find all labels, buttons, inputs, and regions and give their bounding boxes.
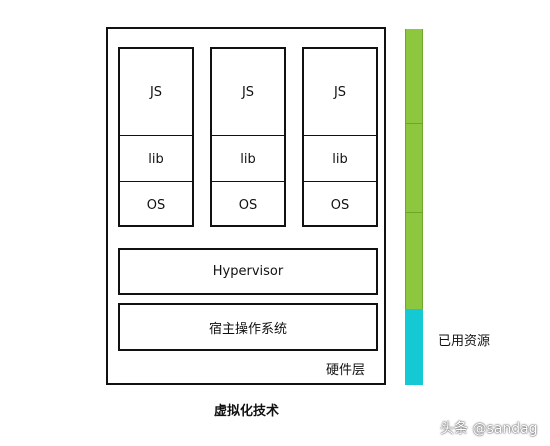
hypervisor-box: Hypervisor xyxy=(118,248,378,295)
vm-1-lib: lib xyxy=(120,135,192,182)
vm-2-app: JS xyxy=(241,84,255,100)
resource-label: 已用资源 xyxy=(438,334,491,349)
vm-stack-1: JS lib OS xyxy=(118,47,194,227)
vm-2-lib: lib xyxy=(212,135,284,182)
diagram-caption: 虚拟化技术 xyxy=(214,404,280,419)
used-resource-segment-1 xyxy=(405,29,423,123)
vm-2-os: OS xyxy=(212,181,284,228)
vm-1-os: OS xyxy=(120,181,192,228)
vm-3-lib: lib xyxy=(304,135,376,182)
vm-stack-2: JS lib OS xyxy=(210,47,286,227)
watermark-text: 头条 @sandag xyxy=(440,421,538,437)
vm-1-app: JS xyxy=(149,84,163,100)
hardware-label: 硬件层 xyxy=(326,363,366,378)
free-resource-segment xyxy=(405,309,423,385)
vm-stack-3: JS lib OS xyxy=(302,47,378,227)
vm-3-os: OS xyxy=(304,181,376,228)
used-resource-segment-3 xyxy=(405,212,423,309)
host-os-box: 宿主操作系统 xyxy=(118,303,378,351)
vm-3-app: JS xyxy=(333,84,347,100)
used-resource-segment-2 xyxy=(405,123,423,212)
